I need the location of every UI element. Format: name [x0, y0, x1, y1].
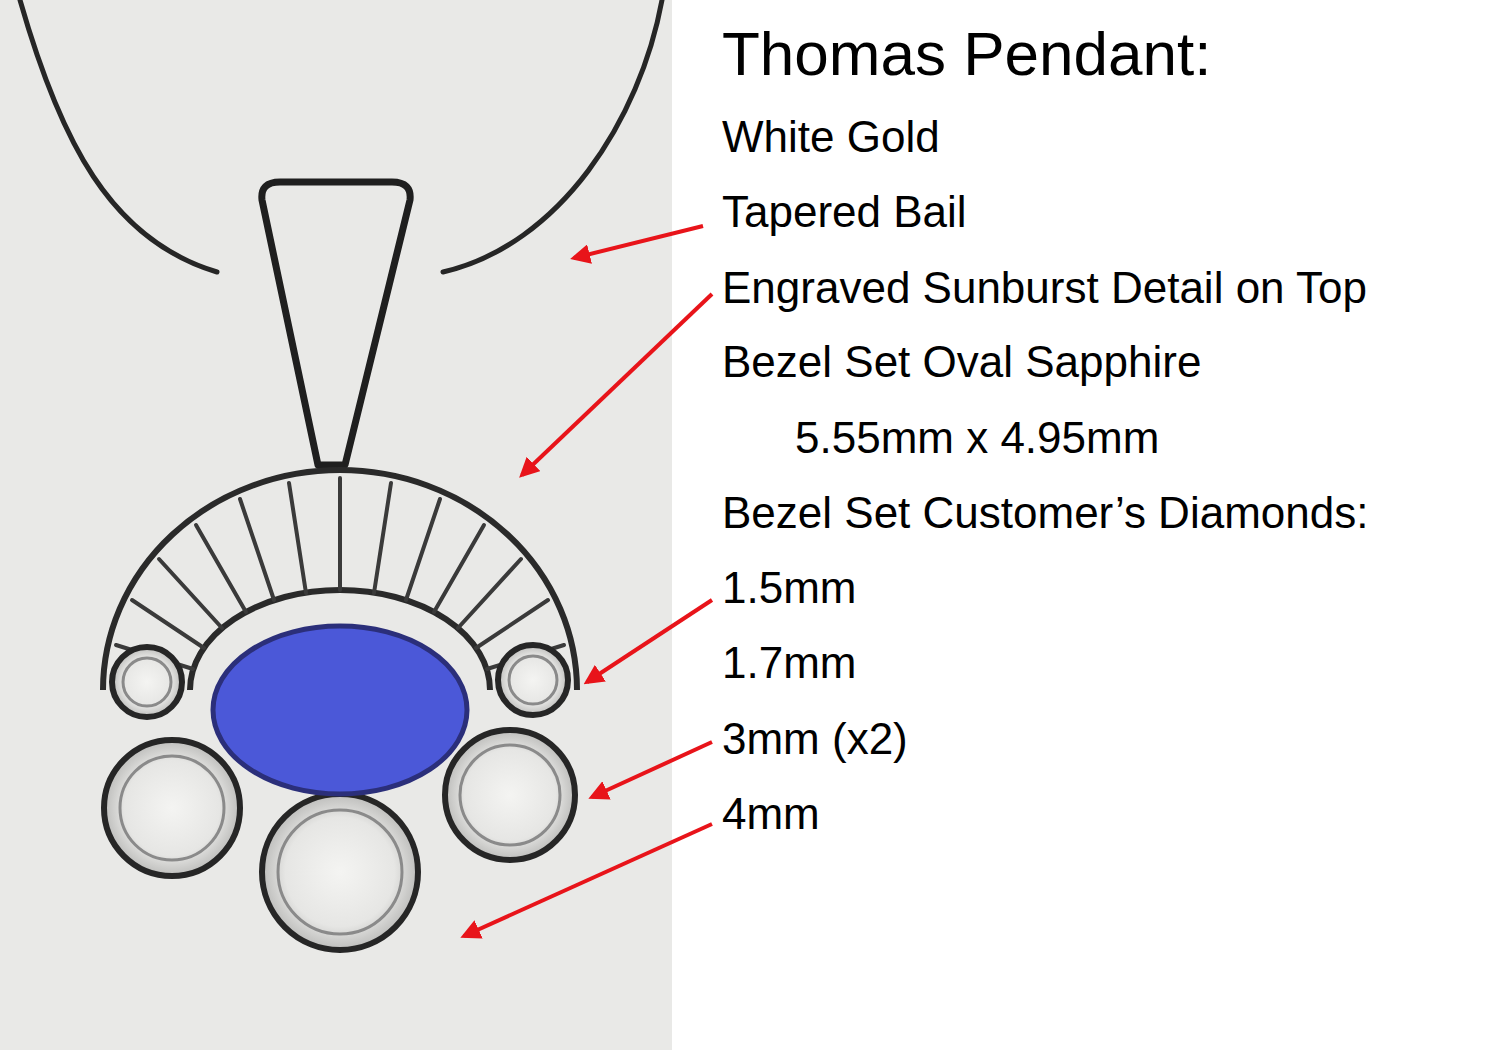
tapered-bail [262, 182, 410, 465]
paper-background [0, 0, 672, 1050]
spec-label: 4mm [722, 788, 820, 841]
leader-arrows [464, 226, 712, 936]
spec-label: 5.55mm x 4.95mm [795, 412, 1159, 465]
spec-label: 3mm (x2) [722, 713, 908, 766]
spec-label: Tapered Bail [722, 186, 967, 239]
spec-label: 1.7mm [722, 637, 856, 690]
chain [20, 0, 662, 272]
title: Thomas Pendant: [722, 17, 1211, 91]
spec-label: White Gold [722, 111, 940, 164]
spec-label: Bezel Set Oval Sapphire [722, 336, 1201, 389]
spec-label: Bezel Set Customer’s Diamonds: [722, 487, 1368, 540]
spec-label: 1.5mm [722, 562, 856, 615]
spec-label: Engraved Sunburst Detail on Top [722, 262, 1367, 315]
oval-sapphire [213, 626, 467, 794]
